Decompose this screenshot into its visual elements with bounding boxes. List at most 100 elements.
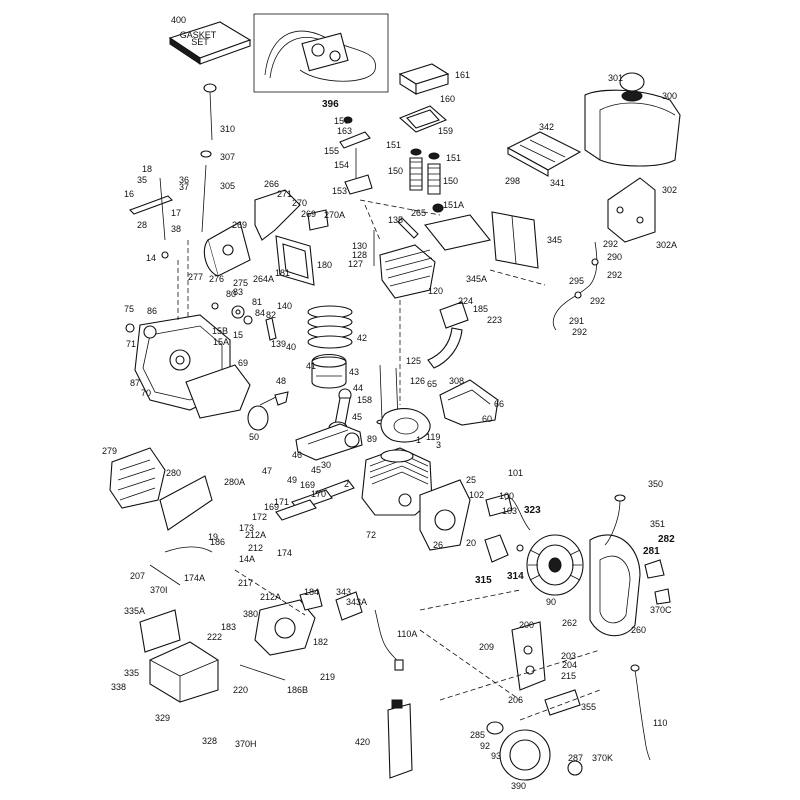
part-label-47: 47: [262, 466, 272, 476]
part-label-1: 1: [416, 435, 421, 445]
part-label-130: 130: [352, 241, 367, 251]
part-label-15: 15: [233, 330, 243, 340]
part-label-89: 89: [367, 434, 377, 444]
head-gasket: [380, 408, 431, 443]
part-label-341: 341: [550, 178, 565, 188]
part-label-302A: 302A: [656, 240, 677, 250]
shield-345: [491, 211, 539, 269]
cylinder-block: [361, 447, 433, 516]
air-filter-280: [109, 447, 166, 509]
part-label-14: 14: [146, 253, 156, 263]
part-label-355: 355: [581, 702, 596, 712]
part-label-174A: 174A: [184, 573, 205, 583]
part-label-302: 302: [662, 185, 677, 195]
part-label-343: 343: [336, 587, 351, 597]
part-label-86: 86: [147, 306, 157, 316]
part-label-83: 83: [233, 287, 243, 297]
part-label-277: 277: [188, 272, 203, 282]
part-label-87: 87: [130, 378, 140, 388]
part-label-260: 260: [631, 625, 646, 635]
part-label-40: 40: [286, 342, 296, 352]
part-label-400: 400: [171, 15, 186, 25]
oil-bottle: [387, 699, 413, 779]
part-label-14A: 14A: [239, 554, 255, 564]
assembly-guide-lines: [177, 199, 601, 721]
side-plate-25: [419, 479, 471, 551]
part-label-420: 420: [355, 737, 370, 747]
part-label-120: 120: [428, 286, 443, 296]
part-label-370H: 370H: [235, 739, 257, 749]
part-label-90: 90: [546, 597, 556, 607]
part-label-282: 282: [658, 534, 675, 545]
part-label-42: 42: [357, 333, 367, 343]
fuel-line: [552, 241, 599, 331]
part-label-308: 308: [449, 376, 464, 386]
part-label-26: 26: [433, 540, 443, 550]
part-label-209: 209: [479, 642, 494, 652]
part-label-151A: 151A: [443, 200, 464, 210]
part-label-17: 17: [171, 208, 181, 218]
part-label-20: 20: [466, 538, 476, 548]
tag-281: [644, 559, 671, 605]
part-label-298: 298: [505, 176, 520, 186]
part-label-292: 292: [590, 296, 605, 306]
part-label-290: 290: [607, 252, 622, 262]
part-label-338: 338: [111, 682, 126, 692]
reed-valve-stack: [275, 479, 355, 521]
part-label-186B: 186B: [287, 685, 308, 695]
part-label-266: 266: [264, 179, 279, 189]
gasket-set-line2: SET: [191, 37, 209, 47]
crankshaft: [295, 423, 363, 461]
blower-cover-341: [506, 131, 582, 177]
part-label-110: 110: [653, 718, 667, 728]
shield-180: [275, 235, 315, 286]
ignition-module: [485, 493, 531, 531]
part-label-65: 65: [427, 379, 437, 389]
part-label-70: 70: [141, 388, 151, 398]
part-label-81: 81: [252, 297, 262, 307]
part-label-151: 151: [386, 140, 401, 150]
part-label-49: 49: [287, 475, 297, 485]
part-label-186: 186: [210, 537, 225, 547]
wire-110a: [374, 609, 404, 671]
part-label-183: 183: [221, 622, 236, 632]
part-label-45: 45: [311, 465, 321, 475]
part-label-345: 345: [547, 235, 562, 245]
part-label-19: 19: [208, 532, 218, 542]
part-label-271: 271: [277, 189, 292, 199]
part-label-301: 301: [608, 73, 623, 83]
part-label-270A: 270A: [324, 210, 345, 220]
rope-guide: [544, 689, 581, 716]
part-label-370I: 370I: [150, 585, 168, 595]
part-label-139: 139: [271, 339, 286, 349]
part-label-157: 157: [334, 116, 349, 126]
part-label-351: 351: [650, 519, 665, 529]
part-label-222: 222: [207, 632, 222, 642]
part-label-135: 135: [388, 215, 403, 225]
part-label-370C: 370C: [650, 605, 672, 615]
part-label-45: 45: [352, 412, 362, 422]
part-label-160: 160: [440, 94, 455, 104]
part-label-37: 37: [179, 182, 189, 192]
part-label-335A: 335A: [124, 606, 145, 616]
part-label-151: 151: [446, 153, 461, 163]
part-label-128: 128: [352, 250, 367, 260]
piston-assembly: [307, 305, 353, 389]
part-label-280A: 280A: [224, 477, 245, 487]
part-label-291: 291: [569, 316, 584, 326]
part-label-18: 18: [142, 164, 152, 174]
part-label-154: 154: [334, 160, 349, 170]
part-label-314: 314: [507, 571, 524, 582]
part-label-35: 35: [137, 175, 147, 185]
part-label-207: 207: [130, 571, 145, 581]
part-label-223: 223: [487, 315, 502, 325]
part-label-75: 75: [124, 304, 134, 314]
part-label-82: 82: [266, 310, 276, 320]
part-label-69: 69: [238, 358, 248, 368]
bracket-343: [335, 591, 363, 621]
part-label-315: 315: [475, 575, 492, 586]
part-label-126: 126: [410, 376, 425, 386]
inset-box-396: [253, 13, 389, 93]
part-label-217: 217: [238, 578, 253, 588]
